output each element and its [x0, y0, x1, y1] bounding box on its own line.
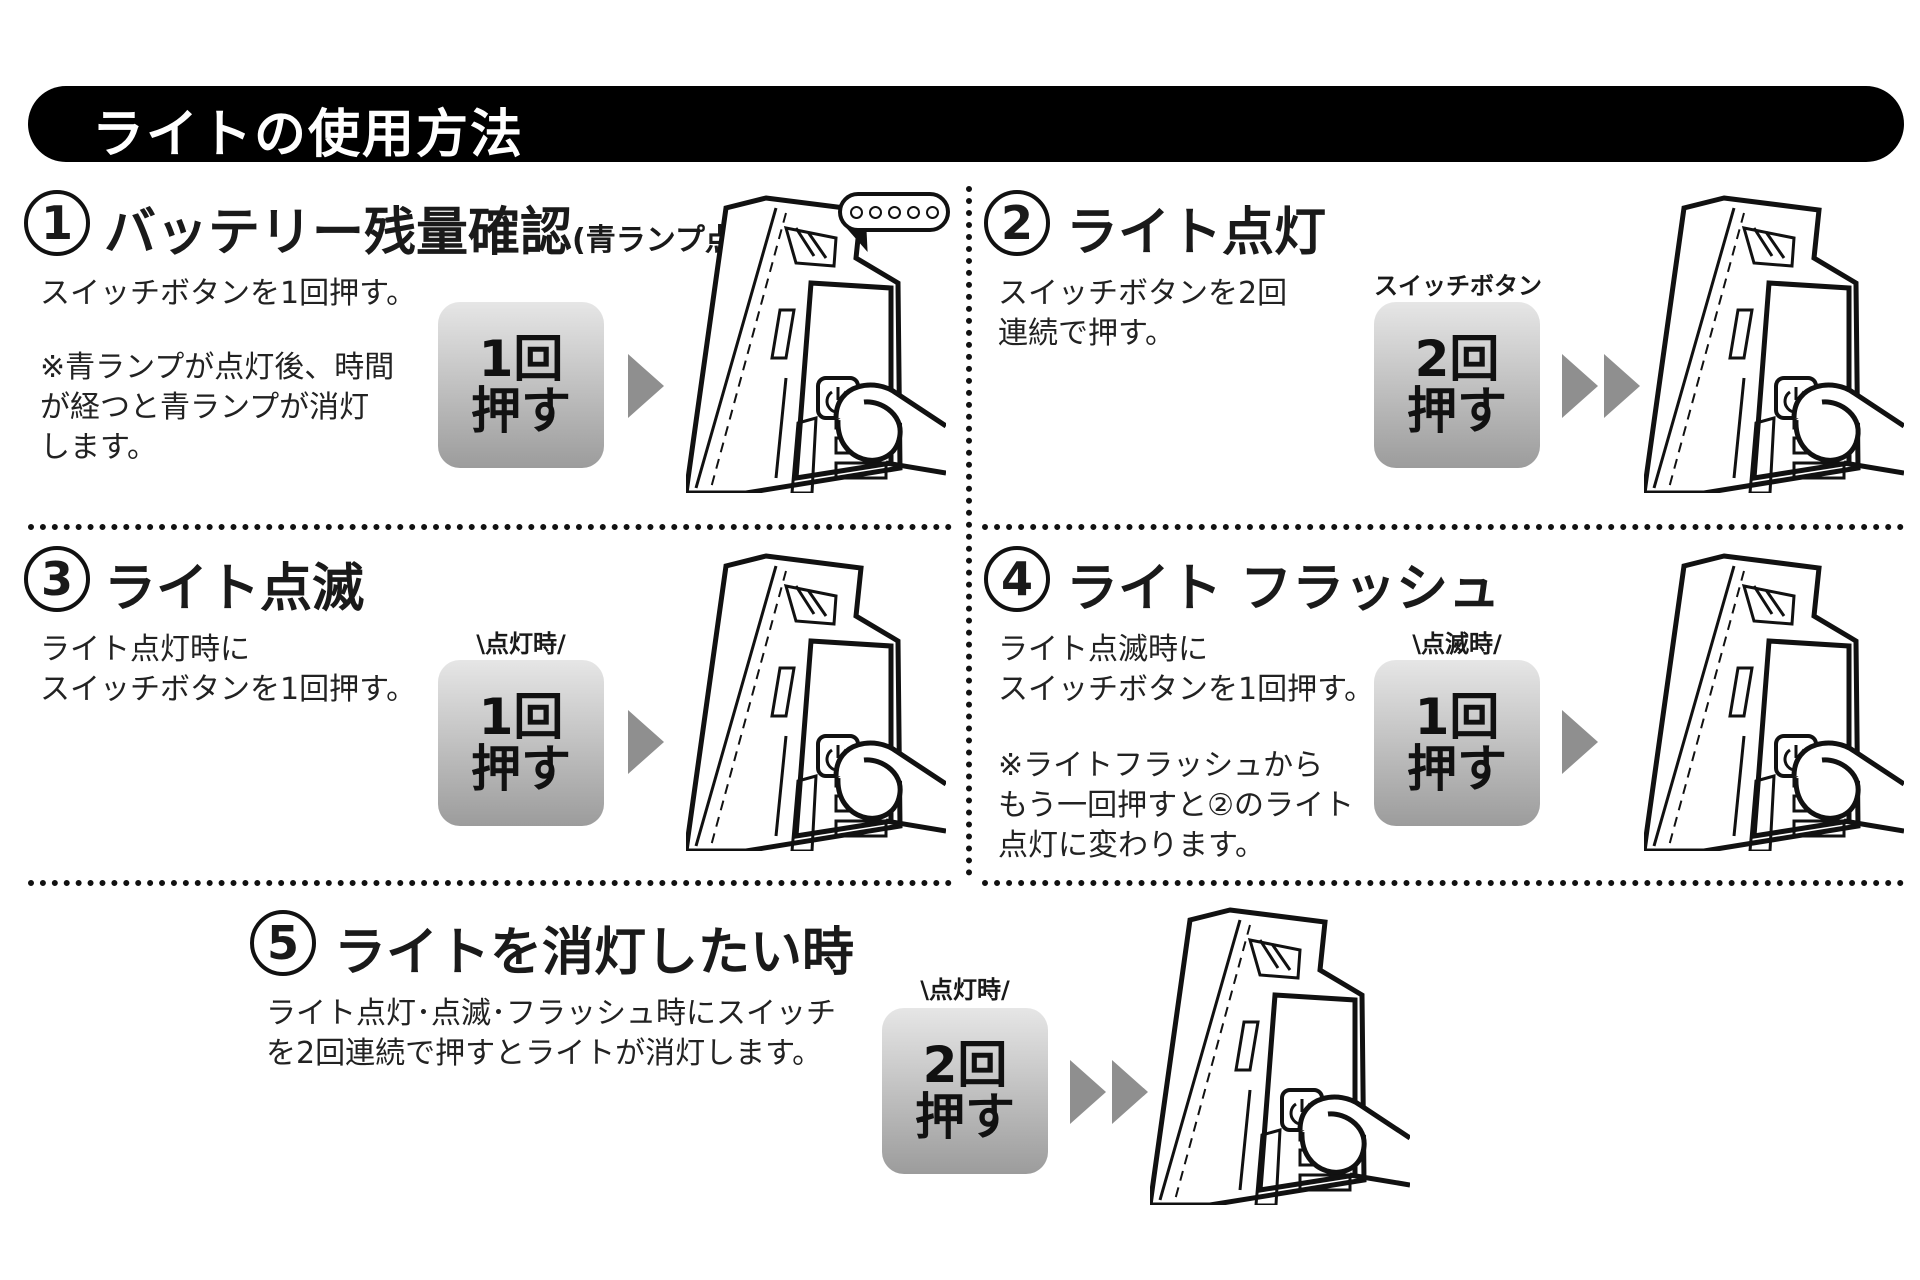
- step-3-arrow: [628, 710, 664, 774]
- led-dot: [868, 205, 882, 219]
- step-3-title: ライト点滅: [104, 559, 365, 619]
- step-4-button-caption: \点滅時/: [1412, 630, 1502, 658]
- step-2-press-button: 2回 押す: [1374, 302, 1540, 468]
- step-5-arrows: [1070, 1060, 1148, 1124]
- step-2-arrows: [1562, 354, 1640, 418]
- divider-row-1-right: [982, 524, 1904, 530]
- step-5-button-caption: \点灯時/: [920, 976, 1010, 1004]
- page-title: ライトの使用方法: [92, 105, 525, 165]
- step-5-device-illustration: [1150, 900, 1410, 1205]
- step-3-device-illustration: [686, 546, 946, 851]
- step-5-description: ライト点灯･点滅･フラッシュ時にスイッチ を2回連続で押すとライトが消灯します。: [266, 996, 836, 1071]
- step-2-number: 2: [984, 190, 1050, 256]
- divider-vertical: [966, 186, 972, 876]
- step-4-press-button: 1回 押す: [1374, 660, 1540, 826]
- arrow-icon: [1112, 1060, 1148, 1124]
- arrow-icon: [628, 354, 664, 418]
- step-2-description: スイッチボタンを2回 連続で押す。: [998, 276, 1288, 351]
- step-3-button-caption: \点灯時/: [476, 630, 566, 658]
- step-4-description: ライト点滅時に スイッチボタンを1回押す。: [998, 632, 1375, 707]
- step-2-device-illustration: [1644, 188, 1904, 493]
- step-2-title: ライト点灯: [1066, 203, 1327, 263]
- divider-row-2-right: [982, 880, 1904, 886]
- divider-row-2-left: [28, 880, 952, 886]
- step-1-arrow: [628, 354, 664, 418]
- step-3-press-button: 1回 押す: [438, 660, 604, 826]
- arrow-icon: [628, 710, 664, 774]
- arrow-icon: [1562, 710, 1598, 774]
- battery-led-icon: [838, 192, 950, 232]
- divider-row-1-left: [28, 524, 952, 530]
- led-dot: [925, 205, 939, 219]
- step-1-note: ※青ランプが点灯後、時間 が経つと青ランプが消灯 します。: [40, 350, 395, 465]
- step-1-device-illustration: [686, 188, 946, 493]
- step-2-button-caption: スイッチボタン: [1374, 272, 1542, 300]
- header-bar: [28, 86, 1904, 162]
- step-4-number: 4: [984, 546, 1050, 612]
- led-dot: [887, 205, 901, 219]
- arrow-icon: [1070, 1060, 1106, 1124]
- step-1-description: スイッチボタンを1回押す。: [40, 276, 417, 311]
- step-5-press-button: 2回 押す: [882, 1008, 1048, 1174]
- step-1-press-button: 1回 押す: [438, 302, 604, 468]
- arrow-icon: [1604, 354, 1640, 418]
- step-5-number: 5: [250, 910, 316, 976]
- step-1-title-main: バッテリー残量確認: [104, 203, 573, 263]
- step-4-device-illustration: [1644, 546, 1904, 851]
- step-1-title: バッテリー残量確認(青ランプ点灯): [104, 190, 779, 265]
- step-3-number: 3: [24, 546, 90, 612]
- led-dot: [906, 205, 920, 219]
- step-3-description: ライト点灯時に スイッチボタンを1回押す。: [40, 632, 417, 707]
- step-1-number: 1: [24, 190, 90, 256]
- step-5-title: ライトを消灯したい時: [334, 923, 855, 983]
- step-4-arrow: [1562, 710, 1598, 774]
- step-4-note: ※ライトフラッシュから もう一回押すと②のライト 点灯に変わります。: [998, 748, 1354, 863]
- step-4-title: ライト フラッシュ: [1066, 559, 1501, 619]
- arrow-icon: [1562, 354, 1598, 418]
- led-dot: [849, 205, 863, 219]
